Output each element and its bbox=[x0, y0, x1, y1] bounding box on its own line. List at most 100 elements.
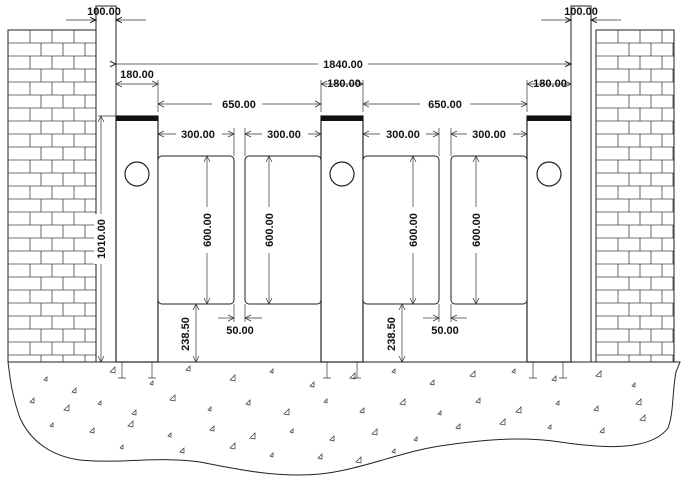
aggregate-mark bbox=[413, 436, 418, 442]
aggregate-mark bbox=[547, 424, 552, 430]
card-reader-icon bbox=[536, 161, 562, 187]
aggregate-mark bbox=[595, 370, 602, 378]
aggregate-mark bbox=[355, 456, 362, 464]
dim-label-flap-height-3: 600.00 bbox=[408, 213, 420, 247]
dim-label-post-middle: 180.00 bbox=[327, 78, 361, 90]
aggregate-mark bbox=[391, 368, 396, 374]
flap-panel-3 bbox=[362, 155, 440, 305]
aggregate-mark bbox=[289, 428, 294, 434]
aggregate-mark bbox=[499, 418, 506, 426]
dim-label-flap-3: 300.00 bbox=[386, 129, 420, 141]
aggregate-mark bbox=[179, 447, 185, 454]
dim-clearance-left: 238.50 bbox=[180, 303, 200, 363]
aggregate-mark bbox=[169, 394, 176, 402]
flap-panel-1 bbox=[157, 155, 235, 305]
dim-post-right: 180.00 bbox=[526, 78, 572, 112]
dim-label-flap-height-1: 600.00 bbox=[202, 213, 214, 247]
dim-flap-2: 300.00 bbox=[244, 127, 322, 156]
card-reader-icon bbox=[124, 161, 150, 187]
dim-label-post-left: 180.00 bbox=[120, 69, 154, 81]
aggregate-mark bbox=[131, 409, 137, 416]
dim-post-left: 180.00 bbox=[115, 69, 159, 112]
dim-clearance-right: 238.50 bbox=[386, 303, 406, 363]
dim-label-total-height: 1010.00 bbox=[96, 219, 108, 259]
aggregate-mark bbox=[97, 400, 102, 406]
aggregate-mark bbox=[323, 398, 328, 404]
dim-flap-height-2: 600.00 bbox=[262, 155, 276, 305]
aggregate-mark bbox=[593, 405, 599, 412]
dim-overall: 1840.00 bbox=[116, 57, 571, 112]
dim-label-flap-height-4: 600.00 bbox=[471, 213, 483, 247]
dim-label-flap-1: 300.00 bbox=[181, 129, 215, 141]
aggregate-mark bbox=[49, 422, 54, 428]
brick-wall-right bbox=[595, 29, 675, 363]
post-left bbox=[115, 115, 159, 363]
flap-panel-4 bbox=[450, 155, 528, 305]
dim-label-gap-left: 50.00 bbox=[226, 325, 254, 337]
ground-fill bbox=[7, 361, 681, 476]
aggregate-mark bbox=[269, 368, 274, 374]
aggregate-mark bbox=[555, 400, 560, 406]
dim-label-flap-4: 300.00 bbox=[472, 129, 506, 141]
dim-label-flap-height-2: 600.00 bbox=[264, 213, 276, 247]
aggregate-mark bbox=[269, 452, 274, 458]
dim-gap-right: 50.00 bbox=[423, 304, 467, 337]
aggregate-mark bbox=[149, 380, 154, 386]
aggregate-mark bbox=[89, 427, 95, 434]
aggregate-mark bbox=[631, 382, 636, 388]
aggregate-mark bbox=[635, 398, 642, 406]
dim-flap-height-4: 600.00 bbox=[469, 155, 483, 305]
aggregate-mark bbox=[185, 365, 191, 372]
brick-wall-left bbox=[7, 29, 97, 363]
aggregate-mark bbox=[229, 374, 236, 382]
ground-aggregate bbox=[29, 365, 646, 464]
aggregate-mark bbox=[229, 442, 236, 450]
dim-lane-right: 650.00 bbox=[362, 97, 528, 111]
aggregate-mark bbox=[207, 406, 212, 412]
aggregate-mark bbox=[209, 425, 215, 432]
aggregate-mark bbox=[43, 376, 48, 382]
aggregate-mark bbox=[511, 368, 516, 374]
aggregate-mark bbox=[249, 432, 256, 440]
dim-label-lane-right: 650.00 bbox=[428, 99, 462, 111]
dim-label-flap-2: 300.00 bbox=[267, 129, 301, 141]
aggregate-mark bbox=[437, 410, 442, 416]
aggregate-mark bbox=[371, 428, 378, 436]
aggregate-mark bbox=[317, 453, 323, 460]
aggregate-mark bbox=[245, 399, 251, 406]
aggregate-mark bbox=[109, 366, 116, 374]
dim-flap-3: 300.00 bbox=[362, 127, 440, 156]
aggregate-mark bbox=[399, 398, 406, 406]
dim-flap-height-3: 600.00 bbox=[406, 155, 420, 305]
aggregate-mark bbox=[639, 414, 646, 422]
aggregate-mark bbox=[429, 379, 435, 386]
dim-label-gap-right: 50.00 bbox=[431, 325, 459, 337]
aggregate-mark bbox=[127, 420, 134, 428]
flap-panel-2 bbox=[244, 155, 322, 305]
aggregate-mark bbox=[71, 387, 77, 394]
wall-column-left bbox=[95, 5, 117, 363]
dim-wall-right: 100.00 bbox=[541, 6, 621, 20]
aggregate-mark bbox=[329, 435, 335, 442]
dim-label-post-right: 180.00 bbox=[533, 78, 567, 90]
aggregate-mark bbox=[359, 407, 365, 414]
dim-flap-1: 300.00 bbox=[157, 127, 235, 156]
dim-flap-height-1: 600.00 bbox=[200, 155, 214, 305]
dim-label-overall: 1840.00 bbox=[323, 59, 363, 71]
aggregate-mark bbox=[475, 397, 481, 404]
aggregate-mark bbox=[391, 448, 396, 454]
post-middle bbox=[320, 115, 364, 363]
dim-gap-left: 50.00 bbox=[218, 304, 262, 337]
aggregate-mark bbox=[349, 372, 356, 380]
aggregate-mark bbox=[469, 370, 476, 378]
aggregate-mark bbox=[29, 397, 35, 404]
dim-total-height: 1010.00 bbox=[94, 115, 116, 363]
dim-label-clearance-left: 238.50 bbox=[180, 317, 192, 351]
dim-post-middle: 180.00 bbox=[320, 78, 364, 112]
post-right bbox=[526, 115, 572, 363]
aggregate-mark bbox=[551, 375, 557, 382]
dim-label-clearance-right: 238.50 bbox=[386, 317, 398, 351]
aggregate-mark bbox=[63, 404, 70, 412]
card-reader-icon bbox=[329, 161, 355, 187]
